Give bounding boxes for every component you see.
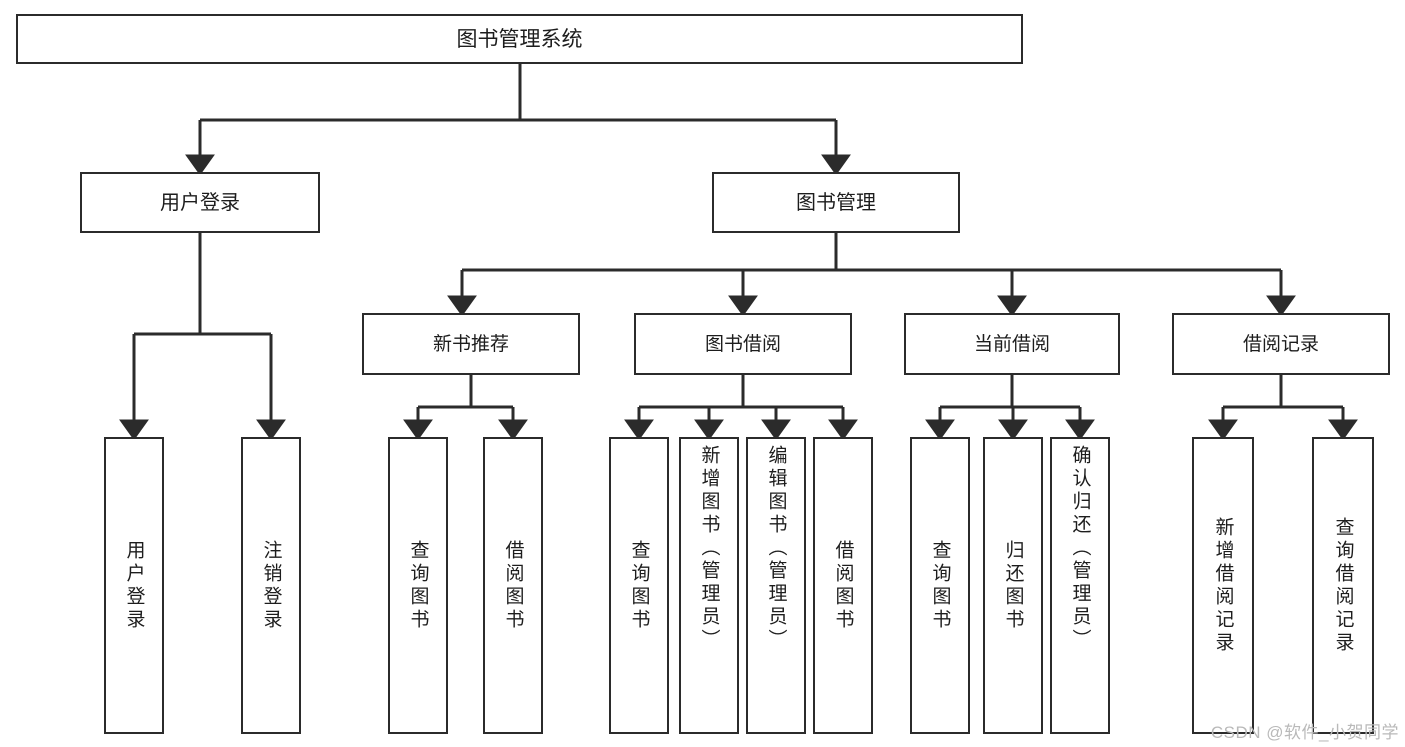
node-user-login-label: 用户登录 bbox=[160, 191, 240, 214]
leaf-add-book-admin[interactable]: 新增图书（管理员） bbox=[679, 437, 739, 734]
leaf-label: 查询图书 bbox=[628, 539, 650, 632]
node-root[interactable]: 图书管理系统 bbox=[16, 14, 1023, 64]
node-borrow-record-label: 借阅记录 bbox=[1242, 333, 1319, 355]
leaf-label: 归还图书 bbox=[1002, 539, 1024, 632]
leaf-edit-book-admin[interactable]: 编辑图书（管理员） bbox=[746, 437, 806, 734]
node-new-book-recommend[interactable]: 新书推荐 bbox=[362, 313, 580, 375]
leaf-label: 用户登录 bbox=[123, 539, 145, 632]
leaf-confirm-return-admin[interactable]: 确认归还（管理员） bbox=[1050, 437, 1110, 734]
leaf-return-book[interactable]: 归还图书 bbox=[983, 437, 1043, 734]
leaf-label: 借阅图书 bbox=[832, 539, 854, 632]
node-book-borrow[interactable]: 图书借阅 bbox=[634, 313, 852, 375]
watermark: CSDN @软件_小贺同学 bbox=[1210, 723, 1399, 742]
leaf-user-login[interactable]: 用户登录 bbox=[104, 437, 164, 734]
node-borrow-record[interactable]: 借阅记录 bbox=[1172, 313, 1390, 375]
node-book-management[interactable]: 图书管理 bbox=[712, 172, 960, 233]
leaf-label: 新增借阅记录 bbox=[1212, 516, 1234, 655]
node-current-borrow-label: 当前借阅 bbox=[973, 333, 1050, 355]
leaf-add-borrow-record[interactable]: 新增借阅记录 bbox=[1192, 437, 1254, 734]
leaf-label: 借阅图书 bbox=[502, 539, 524, 632]
node-book-management-label: 图书管理 bbox=[796, 191, 876, 214]
leaf-query-book-recommend[interactable]: 查询图书 bbox=[388, 437, 448, 734]
leaf-label: 查询图书 bbox=[407, 539, 429, 632]
leaf-label: 查询图书 bbox=[929, 539, 951, 632]
node-current-borrow[interactable]: 当前借阅 bbox=[904, 313, 1120, 375]
leaf-label: 确认归还（管理员） bbox=[1069, 445, 1091, 652]
leaf-label: 注销登录 bbox=[260, 539, 282, 632]
leaf-borrow-book-recommend[interactable]: 借阅图书 bbox=[483, 437, 543, 734]
node-root-label: 图书管理系统 bbox=[456, 27, 583, 51]
leaf-user-logout[interactable]: 注销登录 bbox=[241, 437, 301, 734]
node-user-login[interactable]: 用户登录 bbox=[80, 172, 320, 233]
leaf-query-borrow-record[interactable]: 查询借阅记录 bbox=[1312, 437, 1374, 734]
leaf-label: 新增图书（管理员） bbox=[698, 445, 720, 652]
leaf-label: 编辑图书（管理员） bbox=[765, 445, 787, 652]
node-new-book-recommend-label: 新书推荐 bbox=[432, 333, 509, 355]
leaf-borrow-book[interactable]: 借阅图书 bbox=[813, 437, 873, 734]
leaf-query-book-current[interactable]: 查询图书 bbox=[910, 437, 970, 734]
node-book-borrow-label: 图书借阅 bbox=[704, 333, 781, 355]
leaf-label: 查询借阅记录 bbox=[1332, 516, 1354, 655]
leaf-query-book-borrow[interactable]: 查询图书 bbox=[609, 437, 669, 734]
